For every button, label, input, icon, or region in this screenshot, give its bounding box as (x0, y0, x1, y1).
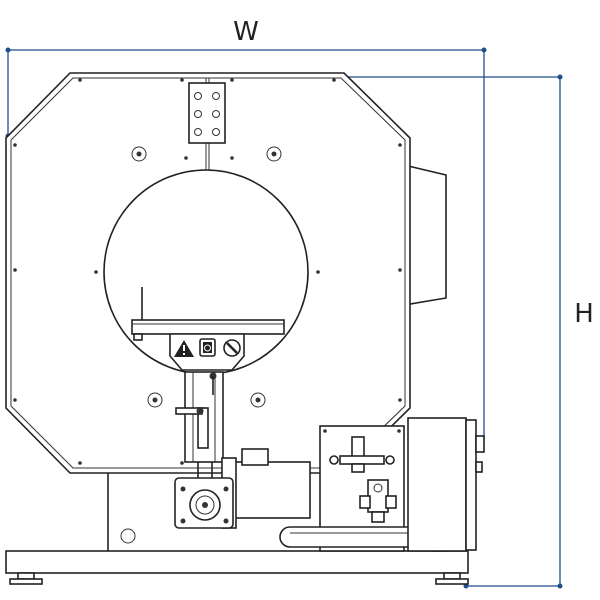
height-dimension (341, 74, 563, 589)
motor-gearbox (174, 448, 311, 529)
height-label: H (574, 299, 594, 329)
clamp-assembly (175, 371, 224, 480)
top-mount-plate (188, 82, 226, 144)
power-symbol-icon (199, 338, 216, 357)
electrical-enclosure (407, 417, 485, 552)
width-dimension (5, 47, 487, 440)
warning-triangle-icon (174, 340, 194, 357)
circular-window (103, 169, 309, 375)
control-panel (169, 333, 245, 371)
width-label: W (233, 17, 259, 47)
prohibited-icon (223, 339, 241, 357)
